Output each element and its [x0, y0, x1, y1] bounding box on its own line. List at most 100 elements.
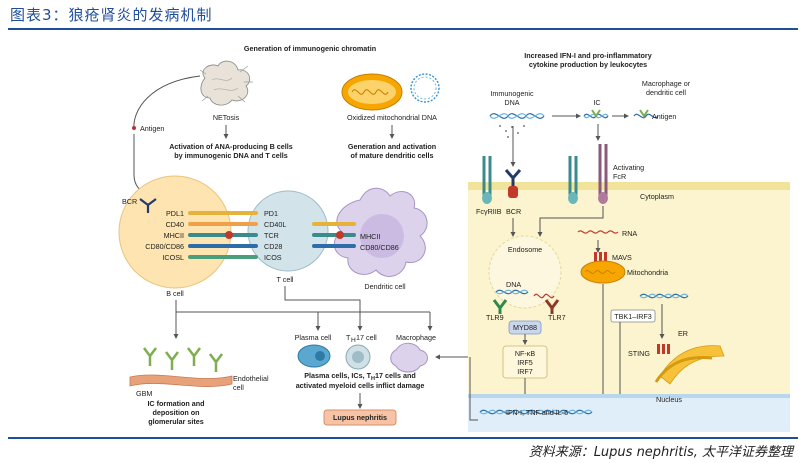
- rna-icon: [577, 230, 619, 234]
- figure-title: 图表3：狼疮肾炎的发病机制: [10, 6, 213, 24]
- mavs-icon: [594, 252, 607, 264]
- immunogenic-dna-1: Immunogenic: [490, 89, 534, 98]
- activation-b-line1: Activation of ANA-producing B cells: [169, 142, 293, 151]
- ic-helix-icon: [583, 109, 609, 119]
- bcr-label: BCR: [122, 197, 137, 206]
- b-t-receptors: [188, 211, 258, 259]
- right-bcr-label: BCR: [506, 207, 521, 216]
- output-return-line: [469, 357, 478, 421]
- left-panel-title: Generation of immunogenic chromatin: [244, 44, 376, 53]
- sting-label: STING: [628, 349, 650, 358]
- rna-label: RNA: [622, 229, 637, 238]
- endothelial-label-1: Endothelial: [233, 374, 269, 383]
- t-dc-receptors: [312, 222, 356, 248]
- fcr-to-endosome-arrow: [537, 206, 604, 237]
- t-marker-icos: ICOS: [264, 253, 282, 262]
- irf5-label: IRF5: [517, 358, 533, 367]
- gbm-label: GBM: [136, 389, 152, 398]
- cell-membrane: [468, 182, 790, 190]
- b-marker-pdl1: PDL1: [166, 209, 184, 218]
- dna-fragments: [499, 125, 525, 138]
- b-cell-label: B cell: [166, 289, 184, 298]
- endosome-dna-label: DNA: [506, 280, 521, 289]
- activating-fcr-1: Activating: [613, 163, 644, 172]
- mitochondria-cristae: [584, 270, 616, 274]
- nuclear-membrane: [468, 394, 790, 398]
- macrophage-label: Macrophage: [396, 333, 436, 342]
- cytoplasm-label: Cytoplasm: [640, 192, 674, 201]
- nucleus-label: Nucleus: [656, 395, 682, 404]
- gbm-membrane: [129, 374, 233, 387]
- header-rule: [8, 28, 798, 30]
- th17-label-sub: H: [351, 337, 356, 344]
- ic-label: IC: [593, 98, 600, 107]
- dc-marker-mhcii: MHCII: [360, 232, 380, 241]
- tbk1-box: [610, 309, 656, 323]
- right-bcr-receptor-icon: [504, 169, 522, 198]
- nucleus-region: [468, 396, 790, 432]
- b-marker-cd80: CD80/CD86: [145, 242, 184, 251]
- t-cell-body: [247, 190, 329, 272]
- netosis-cell-icon: [199, 60, 253, 106]
- antigen-dot: [132, 126, 136, 130]
- bcr-receptor-icon: [139, 198, 157, 213]
- er-label: ER: [678, 329, 688, 338]
- ic-formation-3: glomerular sites: [148, 417, 204, 426]
- dendritic-cell-nucleus: [360, 214, 404, 258]
- tlr9-label: TLR9: [486, 313, 504, 322]
- b-marker-cd40: CD40: [166, 220, 184, 229]
- macrophage-dc-1: Macrophage or: [642, 79, 691, 88]
- lupus-nephritis-label: Lupus nephritis: [333, 413, 387, 422]
- b-cell-connector: [175, 300, 430, 313]
- antigen-label: Antigen: [140, 124, 164, 133]
- fcgriib-receptor-icon: [482, 156, 492, 204]
- activation-b-line2: by immunogenic DNA and T cells: [174, 151, 288, 160]
- dna-helix-icon: [489, 113, 545, 119]
- right-title-1: Increased IFN-I and pro-inflammatory: [524, 51, 651, 60]
- sting-icon: [657, 344, 670, 354]
- lupus-nephritis-box: [323, 409, 397, 426]
- mac-ic-icon: [633, 109, 659, 119]
- endosome-label: Endosome: [508, 245, 542, 254]
- mitochondrion-icon: [341, 73, 403, 111]
- mitochondria-icon: [580, 260, 626, 284]
- output-label: IFN-I, TNF and IL-6: [506, 408, 568, 417]
- tlr7-label: TLR7: [548, 313, 566, 322]
- t-marker-tcr: TCR: [264, 231, 279, 240]
- oxidized-dna-label: Oxidized mitochondrial DNA: [347, 113, 437, 122]
- source-note: 资料来源：Lupus nephritis, 太平洋证券整理: [528, 445, 793, 460]
- th17-label-t: T: [346, 333, 351, 342]
- fcgriib-label: FcγRIIB: [476, 207, 502, 216]
- endothelial-label-2: cell: [233, 383, 244, 392]
- macrophage-dc-2: dendritic cell: [646, 88, 686, 97]
- activation-dc-line2: of mature dendritic cells: [350, 151, 433, 160]
- header: 图表3：狼疮肾炎的发病机制: [0, 0, 805, 30]
- ic-formation-1: IC formation and: [147, 399, 204, 408]
- t-cell-connector: [284, 286, 363, 331]
- endosome-rna-icon: [533, 293, 555, 299]
- tlr7-icon: [544, 299, 560, 314]
- footer-rule: [8, 437, 798, 439]
- dendritic-cell-label: Dendritic cell: [364, 282, 406, 291]
- plasma-cell-icon: [297, 344, 331, 368]
- immunogenic-dna-2: DNA: [504, 98, 519, 107]
- t-marker-cd40l: CD40L: [264, 220, 286, 229]
- activating-fcr-icon: [598, 144, 608, 204]
- cytosolic-dna-icon: [639, 293, 689, 299]
- tbk1-label: TBK1–IRF3: [614, 312, 652, 321]
- th17-cell-nucleus: [352, 351, 364, 363]
- b-markers: PDL1 CD40 MHCII CD80/CD86 ICOSL: [145, 209, 184, 262]
- damage-line1: Plasma cells, ICs, TH17 cells and: [304, 371, 415, 382]
- endosome-dna-icon: [495, 289, 529, 295]
- t-marker-pd1: PD1: [264, 209, 278, 218]
- irf7-label: IRF7: [517, 367, 533, 376]
- right-fcr-receptor-icon: [568, 156, 578, 204]
- activating-fcr-2: FcR: [613, 172, 626, 181]
- th17-label-rest: 17 cell: [356, 333, 377, 342]
- t-marker-cd28: CD28: [264, 242, 282, 251]
- activation-dc-line1: Generation and activation: [348, 142, 436, 151]
- ic-formation-2: deposition on: [152, 408, 199, 417]
- antigen-curve: [133, 75, 201, 131]
- mavs-label: MAVS: [612, 253, 632, 262]
